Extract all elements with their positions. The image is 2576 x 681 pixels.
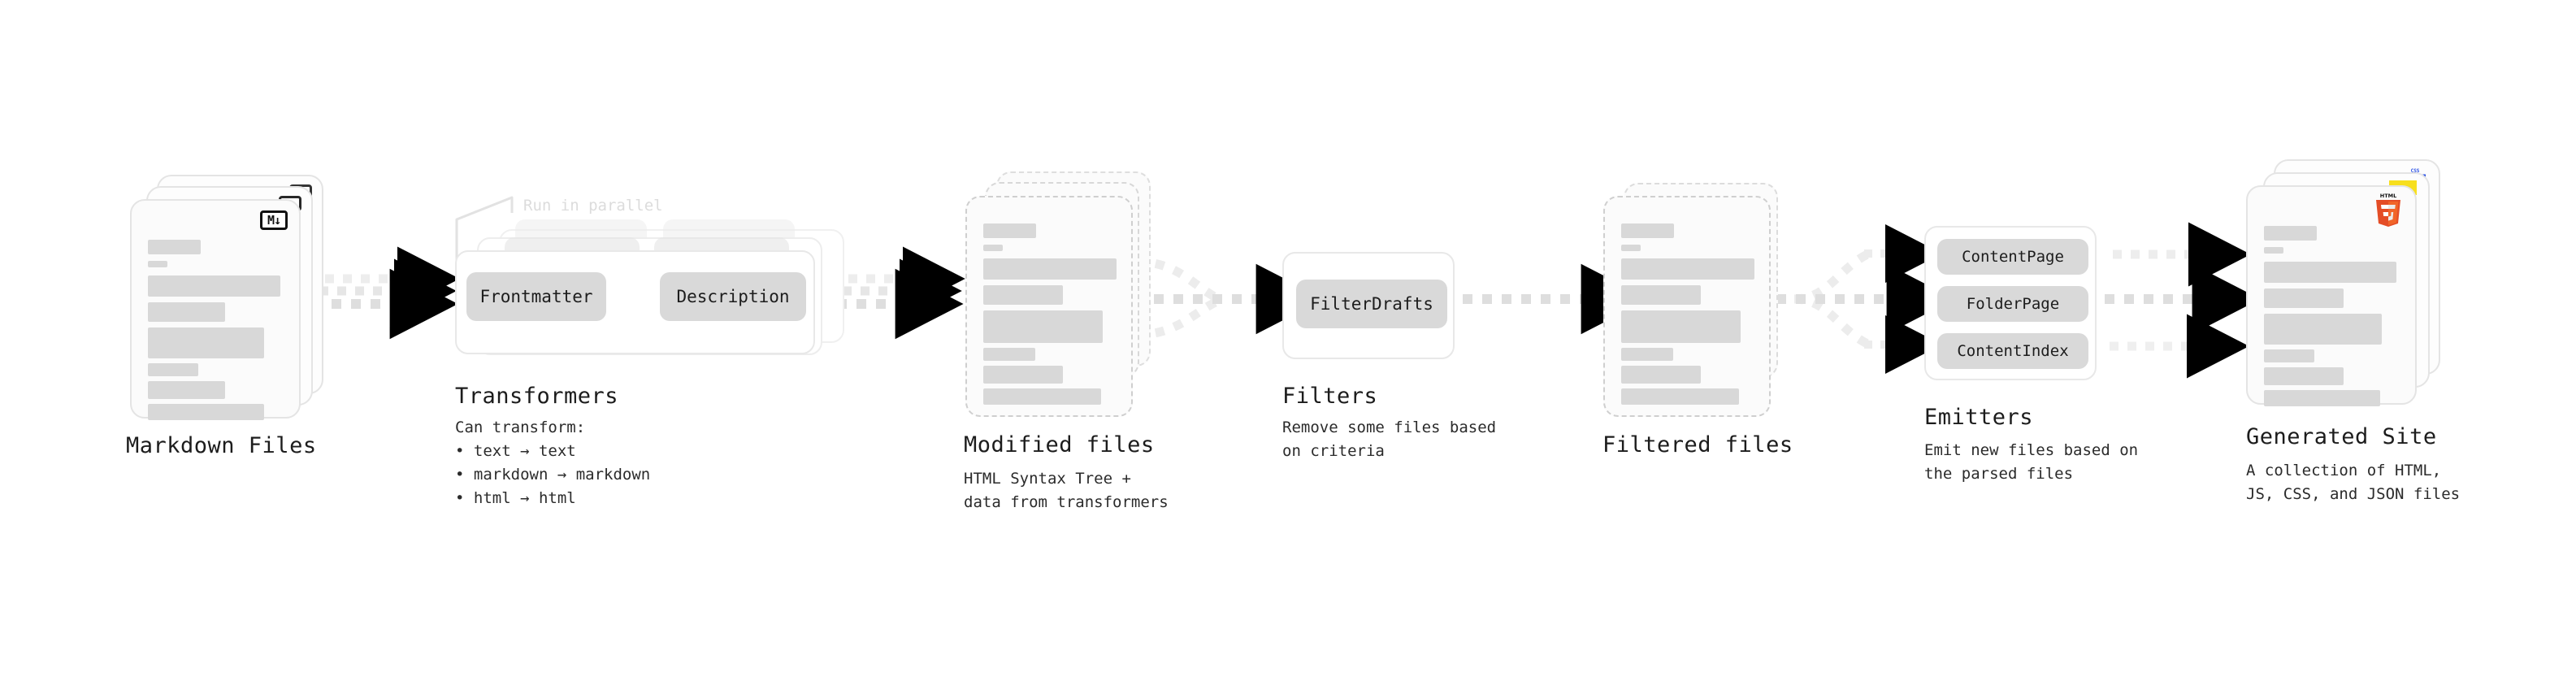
skeleton-bar (2264, 247, 2283, 254)
stage-title-filters: Filters (1282, 384, 1378, 409)
skeleton-bar (2264, 390, 2380, 406)
skeleton-bar (983, 245, 1003, 251)
skeleton-bar (2264, 367, 2344, 385)
markdown-icon: M↓ (260, 210, 288, 230)
skeleton-bar (1621, 388, 1739, 405)
arrow-modified-to-filters (1134, 257, 1325, 340)
skeleton-bar (2264, 262, 2396, 283)
skeleton-bar (1621, 348, 1673, 361)
emitter-pill-contentindex[interactable]: ContentIndex (1937, 333, 2088, 369)
emitters-box: ContentPage FolderPage ContentIndex (1924, 226, 2097, 380)
filter-pill-filterdrafts[interactable]: FilterDrafts (1296, 280, 1447, 328)
generated-sheet-html: HTML (2246, 185, 2417, 406)
skeleton-bar (148, 327, 264, 358)
arrow-filtered-to-emitters (1776, 224, 1955, 374)
skeleton-bar (2264, 226, 2317, 241)
skeleton-bar (148, 302, 225, 322)
skeleton-bar (2264, 314, 2382, 345)
transformer-box-front: Frontmatter Description (455, 250, 815, 354)
svg-text:HTML: HTML (2380, 193, 2396, 199)
skeleton-bar (1621, 245, 1641, 251)
run-in-parallel-label: Run in parallel (523, 197, 663, 215)
filtered-sheet-front (1603, 196, 1771, 417)
stage-subtitle-emitters: Emit new files based on the parsed files (1924, 441, 2139, 483)
skeleton-bar (148, 363, 198, 376)
skeleton-bar (1621, 310, 1741, 343)
stage-title-generated-site: Generated Site (2246, 424, 2437, 449)
stage-title-modified-files: Modified files (964, 432, 1155, 458)
skeleton-bar (148, 381, 225, 399)
stage-subtitle-filters: Remove some files based on criteria (1282, 419, 1497, 460)
skeleton-bar (148, 404, 264, 420)
emitter-pill-folderpage[interactable]: FolderPage (1937, 286, 2088, 322)
skeleton-bar (983, 285, 1063, 305)
svg-text:CSS: CSS (2411, 168, 2420, 174)
skeleton-bar (2264, 349, 2314, 362)
stage-subtitle-transformers: Can transform: • text → text • markdown … (455, 419, 651, 507)
skeleton-bar (983, 366, 1063, 384)
html5-icon: HTML (2376, 193, 2400, 227)
skeleton-bar (148, 261, 167, 267)
transformer-pill-description[interactable]: Description (660, 272, 806, 321)
stage-title-markdown-files: Markdown Files (126, 433, 317, 458)
skeleton-bar (1621, 223, 1674, 238)
emitter-pill-contentpage[interactable]: ContentPage (1937, 239, 2088, 275)
skeleton-bar (983, 223, 1036, 238)
skeleton-bar (148, 275, 280, 297)
skeleton-bar (983, 310, 1103, 343)
skeleton-bar (983, 348, 1035, 361)
stage-title-transformers: Transformers (455, 384, 619, 409)
markdown-sheet-front: M↓ (130, 199, 301, 420)
stage-subtitle-modified-files: HTML Syntax Tree + data from transformer… (964, 470, 1169, 511)
arrow-markdown-to-transformers (312, 246, 460, 340)
skeleton-bar (983, 258, 1117, 280)
skeleton-bar (983, 388, 1101, 405)
transformer-pill-frontmatter[interactable]: Frontmatter (466, 272, 606, 321)
skeleton-bar (2264, 288, 2344, 308)
stage-title-emitters: Emitters (1924, 405, 2034, 430)
skeleton-bar (1621, 258, 1754, 280)
stage-title-filtered-files: Filtered files (1602, 432, 1793, 458)
modified-sheet-front (965, 196, 1133, 417)
filters-box: FilterDrafts (1282, 252, 1455, 359)
stage-subtitle-generated-site: A collection of HTML, JS, CSS, and JSON … (2246, 462, 2461, 503)
arrow-emitters-to-site (2105, 222, 2261, 379)
skeleton-bar (1621, 366, 1701, 384)
skeleton-bar (1621, 285, 1701, 305)
skeleton-bar (148, 240, 201, 254)
